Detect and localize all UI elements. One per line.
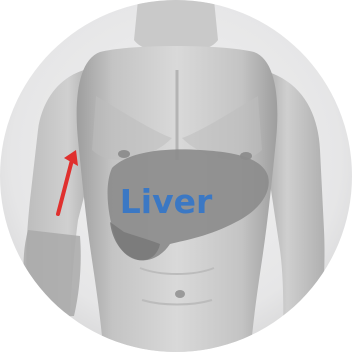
navel bbox=[175, 290, 185, 298]
organ-label: Liver bbox=[120, 182, 213, 221]
nipple-left bbox=[118, 150, 130, 158]
left-forearm bbox=[24, 230, 81, 318]
neck bbox=[134, 0, 218, 54]
